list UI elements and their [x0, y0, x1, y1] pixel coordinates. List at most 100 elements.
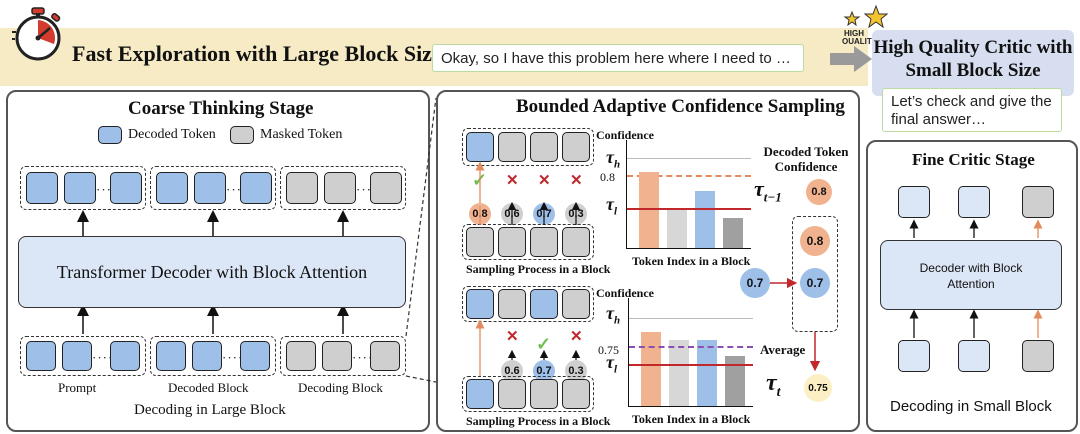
token: [898, 340, 930, 372]
chart-bar: [697, 340, 717, 406]
critic-header-box: [872, 30, 1074, 96]
decoded-token: [26, 341, 56, 371]
output-block-3: [280, 166, 406, 210]
tau-l-label-bottom: τl: [606, 352, 618, 376]
masked-token: [562, 379, 590, 409]
transformer-decoder-label: Transformer Decoder with Block Attention: [56, 262, 368, 282]
tau-l-line: [629, 364, 753, 366]
decoded-token: [26, 172, 58, 204]
sampling-label-top: Sampling Process in a Block: [466, 262, 611, 276]
red-arrow-icon: [770, 277, 798, 289]
tau-h-label-bottom: τh: [606, 303, 621, 327]
masked-token: [498, 289, 526, 319]
masked-token: [530, 379, 558, 409]
masked-token: [530, 227, 558, 257]
chart-bar: [695, 191, 715, 248]
masked-token: [1022, 340, 1054, 372]
right-arrow-icon: [830, 46, 872, 72]
coarse-caption: Decoding in Large Block: [134, 402, 286, 418]
sampling-label-bottom: Sampling Process in a Block: [466, 414, 611, 428]
decoded-token: [466, 289, 494, 319]
high-quality-badge-icon: HIGH QUALITY: [842, 4, 888, 44]
decoded-token: [156, 172, 188, 204]
zoom-lines: [405, 97, 437, 383]
token: [898, 186, 930, 218]
masked-token: [286, 172, 318, 204]
tau-t-label: τt: [766, 370, 781, 400]
stopwatch-icon: [12, 7, 61, 61]
chart-top: [626, 140, 751, 249]
chart-bar: [641, 332, 661, 406]
sampling-output-block-bottom: [462, 286, 594, 322]
masked-token: [498, 227, 526, 257]
axis-x-label-bottom: Token Index in a Block: [632, 412, 751, 426]
group-label-decoded: Decoded Block: [168, 380, 249, 395]
axis-y-label-bottom: Confidence: [596, 286, 654, 300]
confidence-stack: [792, 216, 838, 332]
sampling-output-block-top: [462, 128, 594, 166]
sampling-input-block-top: [462, 224, 594, 260]
reject-cross-icon: ✕: [538, 173, 551, 189]
reject-cross-icon: ✕: [506, 173, 519, 189]
chart-bar: [723, 218, 743, 248]
tau-h-line: [629, 318, 753, 319]
decoded-token: [530, 289, 558, 319]
decoded-token: [64, 172, 96, 204]
group-label-decoding: Decoding Block: [298, 380, 383, 395]
masked-token: [498, 379, 526, 409]
sampling-input-block-bottom: [462, 376, 594, 412]
output-block-1: [20, 166, 146, 210]
coarse-arrows: [77, 210, 349, 334]
sampling-arrows-bottom: [475, 319, 581, 376]
masked-token: [466, 227, 494, 257]
coarse-title: Coarse Thinking Stage: [128, 98, 314, 119]
axis-x-label-top: Token Index in a Block: [632, 254, 751, 268]
decoding-block: [280, 336, 406, 376]
masked-token: [370, 341, 400, 371]
decoded-conf-title: Decoded Token Confidence: [763, 144, 849, 174]
stack-value: 0.8: [800, 226, 830, 256]
svg-text:QUALITY: QUALITY: [842, 37, 878, 44]
tau-prev-value: 0.8: [806, 179, 832, 205]
legend-masked-label: Masked Token: [260, 127, 343, 142]
chart-bar: [725, 356, 745, 406]
exploration-example-text: Okay, so I have this problem here where …: [432, 44, 804, 72]
bounded-title: Bounded Adaptive Confidence Sampling: [516, 96, 845, 117]
reject-cross-icon: ✕: [506, 329, 519, 345]
svg-text:HIGH: HIGH: [844, 29, 864, 38]
axis-y-label-top: Confidence: [596, 128, 654, 142]
side-value: 0.7: [740, 268, 770, 298]
fine-arrows: [909, 219, 1043, 338]
tau-t-value: 0.75: [804, 374, 832, 402]
reject-cross-icon: ✕: [570, 173, 583, 189]
decoded-token: [110, 341, 140, 371]
output-block-2: [150, 166, 276, 210]
chart-bar: [669, 340, 689, 406]
prompt-block: [20, 336, 146, 376]
red-down-arrow-icon: [809, 332, 821, 372]
masked-token: [498, 132, 526, 162]
chart-bar: [667, 210, 687, 248]
decoded-token: [110, 172, 142, 204]
token: [958, 186, 990, 218]
accept-check-icon: ✓: [536, 334, 552, 354]
decoded-token: [194, 172, 226, 204]
chart-bottom: [628, 298, 753, 407]
reject-cross-icon: ✕: [570, 329, 583, 345]
token: [958, 340, 990, 372]
threshold-label-bottom: 0.75: [598, 343, 619, 357]
legend-masked-swatch: [230, 126, 254, 144]
group-label-prompt: Prompt: [58, 380, 97, 395]
legend-decoded-label: Decoded Token: [128, 127, 216, 142]
critic-title: High Quality Critic with Small Block Siz…: [873, 37, 1073, 81]
fine-title: Fine Critic Stage: [912, 150, 1035, 169]
decoded-token: [192, 341, 222, 371]
decoded-token: [62, 341, 92, 371]
average-label: Average: [760, 342, 806, 357]
decoded-token: [240, 341, 270, 371]
decoded-token: [156, 341, 186, 371]
decoded-block: [150, 336, 276, 376]
average-threshold-line: [629, 346, 753, 348]
fine-caption: Decoding in Small Block: [890, 398, 1052, 415]
decoded-token: [240, 172, 272, 204]
